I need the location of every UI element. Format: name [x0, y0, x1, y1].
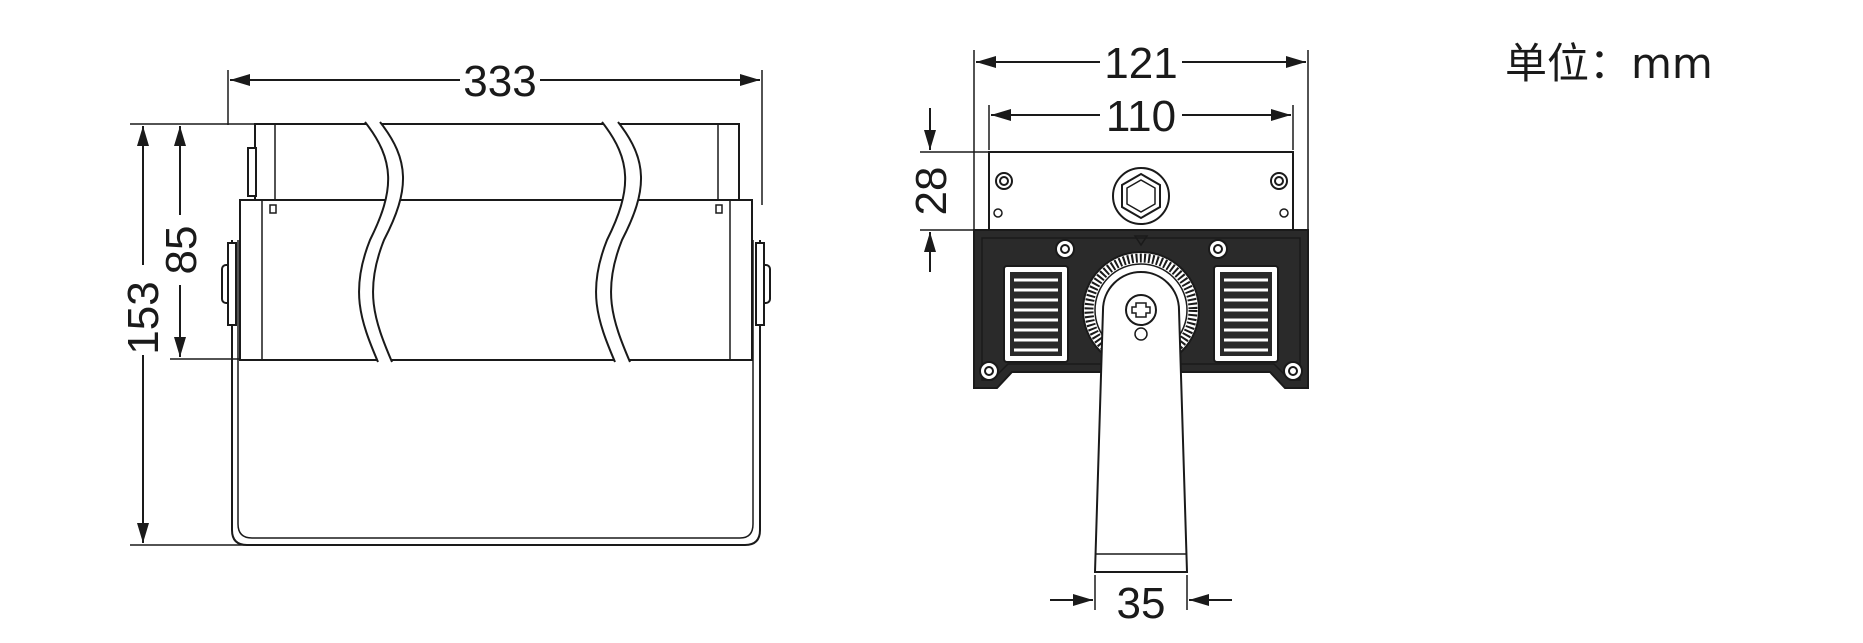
front-grille-left [1003, 265, 1069, 363]
dim-label-35: 35 [1117, 579, 1166, 628]
side-u-bracket [231, 240, 761, 546]
side-top-housing [254, 123, 740, 201]
side-break-lines [358, 121, 642, 363]
dim-side-height-total: 153 [119, 123, 285, 546]
dim-front-depth: 28 [907, 108, 990, 272]
front-grille-right [1213, 265, 1279, 363]
front-view: 121 110 28 [907, 39, 1309, 628]
dim-bracket-width: 35 [1050, 575, 1232, 628]
front-indicator-triangle [1133, 235, 1149, 247]
dim-side-width: 333 [227, 57, 763, 205]
front-bracket-arm [1093, 271, 1189, 573]
front-screws [979, 239, 1303, 381]
dim-label-121: 121 [1104, 39, 1177, 88]
side-main-body [239, 199, 753, 361]
side-view: 333 153 85 [119, 57, 771, 546]
dim-label-28: 28 [907, 167, 956, 216]
dim-front-width-inner: 110 [988, 92, 1294, 150]
front-center-screw [1125, 294, 1157, 341]
front-hex-socket [1112, 167, 1170, 225]
dim-label-85: 85 [157, 226, 206, 275]
dim-label-153: 153 [119, 281, 168, 354]
dim-label-110: 110 [1106, 92, 1176, 141]
unit-label: 单位：mm [1505, 39, 1713, 88]
dim-label-333: 333 [463, 57, 536, 106]
dim-front-width-outer: 121 [973, 39, 1309, 232]
